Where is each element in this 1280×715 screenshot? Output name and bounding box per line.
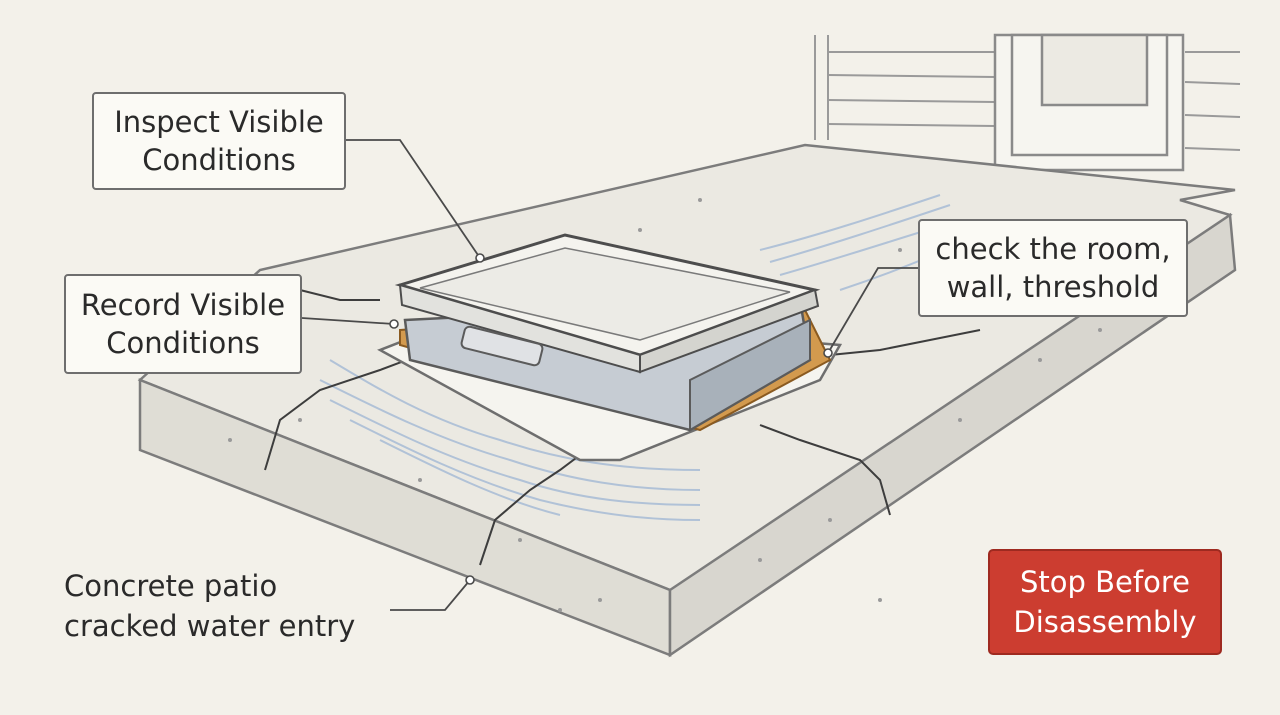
check-room-label: check the room, wall, threshold [918, 219, 1188, 317]
record-conditions-label: Record Visible Conditions [64, 274, 302, 374]
cracks [264, 289, 981, 566]
concrete-patio-label: Concrete patio cracked water entry [64, 566, 394, 646]
check-label-line2: wall, threshold [946, 270, 1160, 304]
inspect-conditions-label: Inspect Visible Conditions [92, 92, 346, 190]
water-ripples [319, 194, 1011, 521]
concrete-slab-side [668, 212, 1237, 658]
inspect-label-line1: Inspect Visible [114, 105, 324, 139]
concrete-label-line2: cracked water entry [64, 609, 356, 643]
door [993, 33, 1185, 172]
box-latch [460, 325, 544, 367]
check-label-line1: check the room, [935, 232, 1171, 266]
box-lid-inner [419, 247, 791, 341]
leader-dots [389, 253, 833, 585]
box-lid-rim-right [639, 288, 820, 374]
stop-badge-line2: Disassembly [1013, 605, 1197, 639]
stop-badge-line1: Stop Before [1020, 565, 1190, 599]
stop-before-disassembly-badge: Stop Before Disassembly [988, 549, 1222, 655]
concrete-speckles [228, 198, 1102, 612]
box-side [689, 318, 811, 432]
house-wall [814, 35, 1241, 151]
leader-lines [301, 139, 918, 611]
concrete-label-line1: Concrete patio [64, 569, 278, 603]
inspect-label-line2: Conditions [142, 143, 296, 177]
record-label-line1: Record Visible [80, 288, 286, 322]
record-label-line2: Conditions [106, 326, 260, 360]
